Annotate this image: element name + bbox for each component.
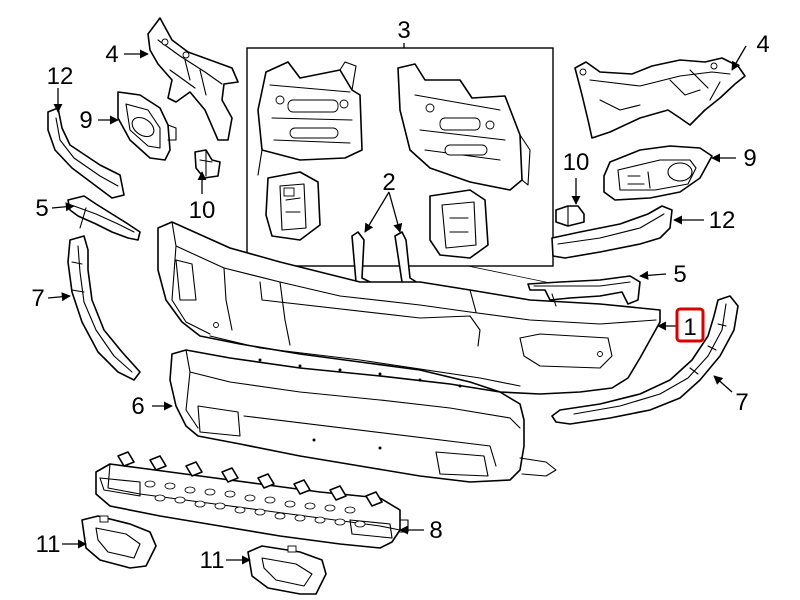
right-fender-flare (551, 295, 739, 425)
right-filler-panel (527, 275, 641, 307)
right-fog-lamp-bezel (603, 145, 713, 201)
left-clip (194, 149, 221, 179)
callout-7-right: 7 (735, 389, 748, 416)
brace-leaders (364, 191, 403, 233)
callout-5-left: 5 (35, 195, 48, 222)
brace-pair (351, 231, 419, 289)
right-frame-bracket (574, 57, 746, 139)
callout-9-right: 9 (743, 145, 756, 172)
bracket-group-box (246, 43, 554, 267)
right-fog-bezel-trim (551, 205, 673, 259)
highlight-box (675, 307, 705, 343)
left-fog-lamp-bezel (117, 91, 177, 161)
lower-grille (95, 451, 409, 549)
callout-10-right: 10 (563, 149, 590, 176)
callout-11-left: 11 (36, 531, 61, 558)
right-lower-bracket (429, 189, 489, 259)
callout-12-right: 12 (709, 207, 736, 234)
right-mounting-bracket (397, 63, 531, 191)
left-mounting-bracket (257, 61, 363, 176)
callout-11-right: 11 (200, 547, 225, 574)
callout-1: 1 (683, 314, 696, 341)
callout-6: 6 (131, 393, 144, 420)
callout-4-left: 4 (105, 41, 118, 68)
callout-4-right: 4 (756, 31, 769, 58)
callout-12-left: 12 (47, 63, 74, 90)
left-skid-bracket (81, 515, 157, 569)
callout-2: 2 (382, 169, 395, 196)
left-frame-bracket (147, 17, 239, 141)
callout-3: 3 (397, 17, 410, 44)
left-fog-bezel-trim (47, 107, 125, 199)
callout-labels: 3 4 4 12 9 10 5 7 2 6 11 11 8 9 10 12 5 … (31, 17, 769, 574)
lower-valance (169, 349, 557, 483)
left-fender-flare (67, 235, 141, 381)
callout-8: 8 (429, 517, 442, 544)
callout-5-right: 5 (673, 261, 686, 288)
right-skid-bracket (247, 545, 327, 595)
main-bumper-fascia (157, 221, 661, 395)
callout-9-left: 9 (79, 107, 92, 134)
callout-10-left: 10 (189, 197, 216, 224)
left-filler-panel (67, 195, 141, 241)
right-clip (555, 205, 585, 227)
left-lower-bracket (265, 171, 321, 241)
callout-7-left: 7 (31, 285, 44, 312)
leader-lines (47, 45, 747, 565)
